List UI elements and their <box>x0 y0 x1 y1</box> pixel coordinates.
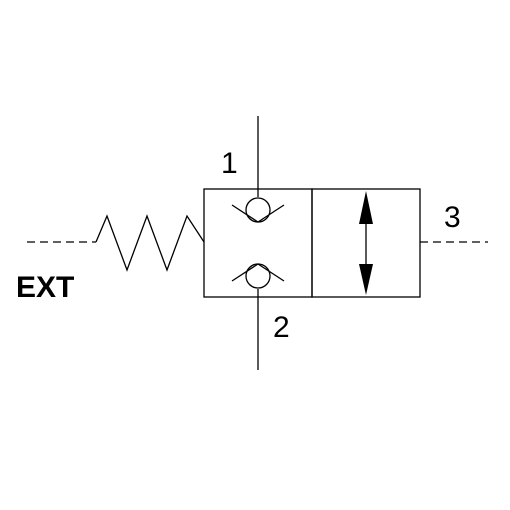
flow-arrow-icon <box>359 191 373 295</box>
valve-envelope-left <box>203 188 313 298</box>
external-label: EXT <box>16 271 74 304</box>
check-valve-upper-icon <box>231 197 285 223</box>
port-2-label: 2 <box>273 311 290 344</box>
port-1-label: 1 <box>221 147 238 180</box>
check-valve-lower-icon <box>231 263 285 289</box>
valve-envelope-right <box>311 188 421 298</box>
port-3-label: 3 <box>444 201 461 234</box>
spring-icon <box>95 214 205 272</box>
